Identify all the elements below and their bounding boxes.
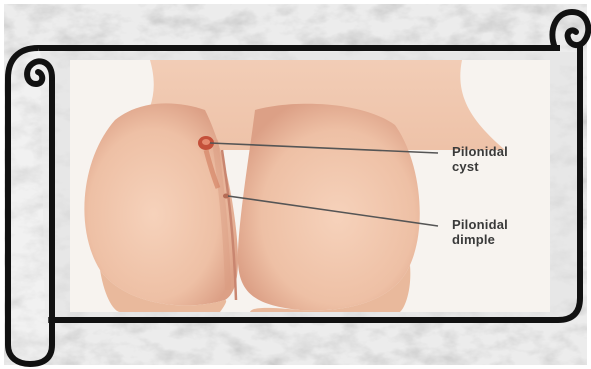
pilonidal-cyst-label: Pilonidal cyst — [452, 144, 508, 174]
cyst-label-line2: cyst — [452, 159, 508, 174]
cyst-label-line1: Pilonidal — [452, 144, 508, 159]
dimple-label-line2: dimple — [452, 232, 508, 247]
right-buttock — [238, 104, 420, 311]
left-buttock — [84, 103, 238, 305]
pilonidal-dimple-label: Pilonidal dimple — [452, 217, 508, 247]
scroll-left-roll — [8, 48, 52, 364]
dimple-label-line1: Pilonidal — [452, 217, 508, 232]
cyst-highlight — [202, 139, 210, 145]
